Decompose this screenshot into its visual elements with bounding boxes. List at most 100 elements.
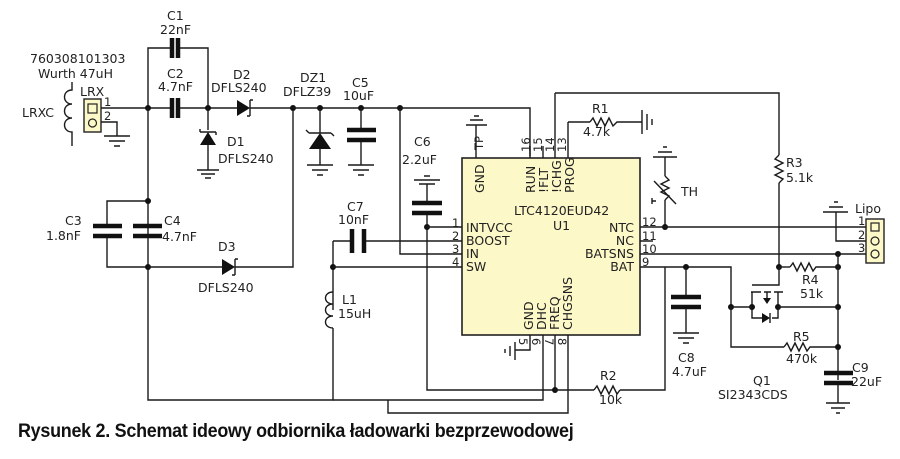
capacitor-c4 — [133, 223, 162, 239]
ic-bottom-pins: 5 GND 6 DHC 7 FREQ 8 CHGSNS — [516, 277, 575, 345]
inductor-l1 — [324, 291, 334, 329]
pin-name-gnd-bottom: GND — [521, 301, 536, 330]
capacitor-c5 — [347, 127, 376, 143]
ground-icon — [823, 201, 848, 213]
ground-icon — [307, 164, 333, 176]
lipo-connector — [865, 218, 885, 264]
pin-name-gnd-top: GND — [472, 164, 487, 193]
pin-name-sw: SW — [466, 259, 486, 274]
lipo-pin2: 2 — [858, 228, 865, 242]
d2-ref: D2 — [233, 67, 251, 82]
pin-num-11: 11 — [642, 229, 657, 243]
receiver-coil-lrxc — [63, 82, 73, 146]
r3-ref: R3 — [786, 155, 803, 170]
r5-ref: R5 — [793, 329, 810, 344]
capacitor-c8 — [671, 294, 701, 310]
lrx-pin1-label: 1 — [104, 95, 111, 109]
r2-ref: R2 — [600, 368, 617, 383]
pin-num-4: 4 — [452, 255, 459, 269]
d2-value: DFLS240 — [211, 80, 267, 95]
lrx-pin1-square — [87, 103, 98, 114]
pin-name-boost: BOOST — [466, 233, 510, 248]
ground-icon — [466, 115, 487, 126]
ic-top-pins: TP GND 16 RUN 15 !FLT 14 !CHG 13 PROG — [472, 136, 577, 193]
lipo-pin3: 3 — [858, 241, 865, 255]
pin-num-3: 3 — [452, 242, 459, 256]
ground-icon — [826, 402, 850, 414]
c9-ref: C9 — [852, 360, 869, 375]
c2-ref: C2 — [167, 66, 184, 81]
c9-value: 22uF — [851, 374, 882, 389]
c7-value: 10nF — [338, 212, 369, 227]
c4-ref: C4 — [164, 213, 181, 228]
pin-num-2: 2 — [452, 229, 459, 243]
pin-num-tp: TP — [472, 136, 486, 151]
coil-part-number: 760308101303 — [30, 51, 125, 66]
ic-u1-body — [461, 157, 641, 336]
r2-value: 10k — [599, 392, 623, 407]
c4-value: 4.7nF — [162, 229, 197, 244]
ground-icon — [348, 164, 374, 176]
c6-ref: C6 — [414, 134, 431, 149]
c1-ref: C1 — [167, 8, 184, 23]
lipo-pin1: 1 — [858, 214, 865, 228]
r5-value: 470k — [786, 351, 818, 366]
ground-icon — [673, 332, 699, 344]
pin-name-prog: PROG — [562, 157, 577, 193]
ground-icon — [104, 135, 130, 147]
pin-name-chg: !CHG — [549, 160, 564, 193]
capacitor-c9 — [824, 370, 853, 386]
zener-dz1 — [305, 129, 335, 149]
pin-num-1: 1 — [452, 216, 459, 230]
c1-value: 22nF — [160, 22, 191, 37]
pin-num-6: 6 — [529, 338, 543, 345]
c5-value: 10uF — [343, 88, 374, 103]
pin-num-9: 9 — [642, 255, 649, 269]
pin-num-10: 10 — [642, 242, 657, 256]
pin-num-14: 14 — [543, 137, 557, 152]
ground-icon — [197, 169, 219, 179]
ic-part-number: LTC4120EUD42 — [514, 203, 609, 218]
pin-name-batsns: BATSNS — [585, 246, 634, 261]
r3-value: 5.1k — [786, 170, 814, 185]
r1-value: 4.7k — [583, 124, 611, 139]
d3-value: DFLS240 — [198, 280, 254, 295]
r4-ref: R4 — [802, 272, 819, 287]
q1-ref: Q1 — [753, 373, 771, 388]
ground-icon — [414, 175, 440, 185]
pin-name-dhc: DHC — [534, 302, 549, 330]
ic-right-pins: NTC 12 NC 11 BATSNS 10 BAT 9 — [585, 215, 657, 274]
c6-value: 2.2uF — [402, 152, 437, 167]
lipo-ref: Lipo — [855, 201, 881, 216]
mosfet-q1 — [751, 291, 783, 323]
pin-num-13: 13 — [555, 137, 569, 152]
pin-name-in: IN — [466, 246, 479, 261]
lrx-pin2-circle — [87, 118, 98, 128]
c8-ref: C8 — [678, 350, 695, 365]
pin-name-freq: FREQ — [547, 296, 562, 330]
pin-name-bat: BAT — [610, 259, 634, 274]
diode-d1 — [199, 129, 217, 145]
d1-ref: D1 — [227, 134, 245, 149]
d3-ref: D3 — [218, 239, 236, 254]
capacitor-c3 — [93, 223, 122, 239]
pin-name-run: RUN — [523, 166, 538, 193]
l1-ref: L1 — [342, 292, 357, 307]
q1-value: SI2343CDS — [718, 387, 788, 402]
lrx-ref: LRX — [80, 84, 105, 99]
d1-value: DFLS240 — [218, 151, 274, 166]
pin-name-chgsns: CHGSNS — [560, 277, 575, 330]
pin-num-12: 12 — [642, 215, 657, 229]
ground-icon — [641, 110, 653, 134]
c7-ref: C7 — [347, 199, 364, 214]
ic-ref: U1 — [553, 218, 570, 233]
capacitor-c2 — [169, 98, 181, 118]
resistor-r5 — [783, 341, 838, 353]
dz1-value: DFLZ39 — [283, 84, 331, 99]
c3-value: 1.8nF — [46, 228, 81, 243]
figure-caption: Rysunek 2. Schemat ideowy odbiornika ład… — [18, 420, 574, 442]
pin-name-flt: !FLT — [536, 168, 551, 193]
th-ref: TH — [680, 184, 698, 199]
r4-value: 51k — [800, 286, 824, 301]
